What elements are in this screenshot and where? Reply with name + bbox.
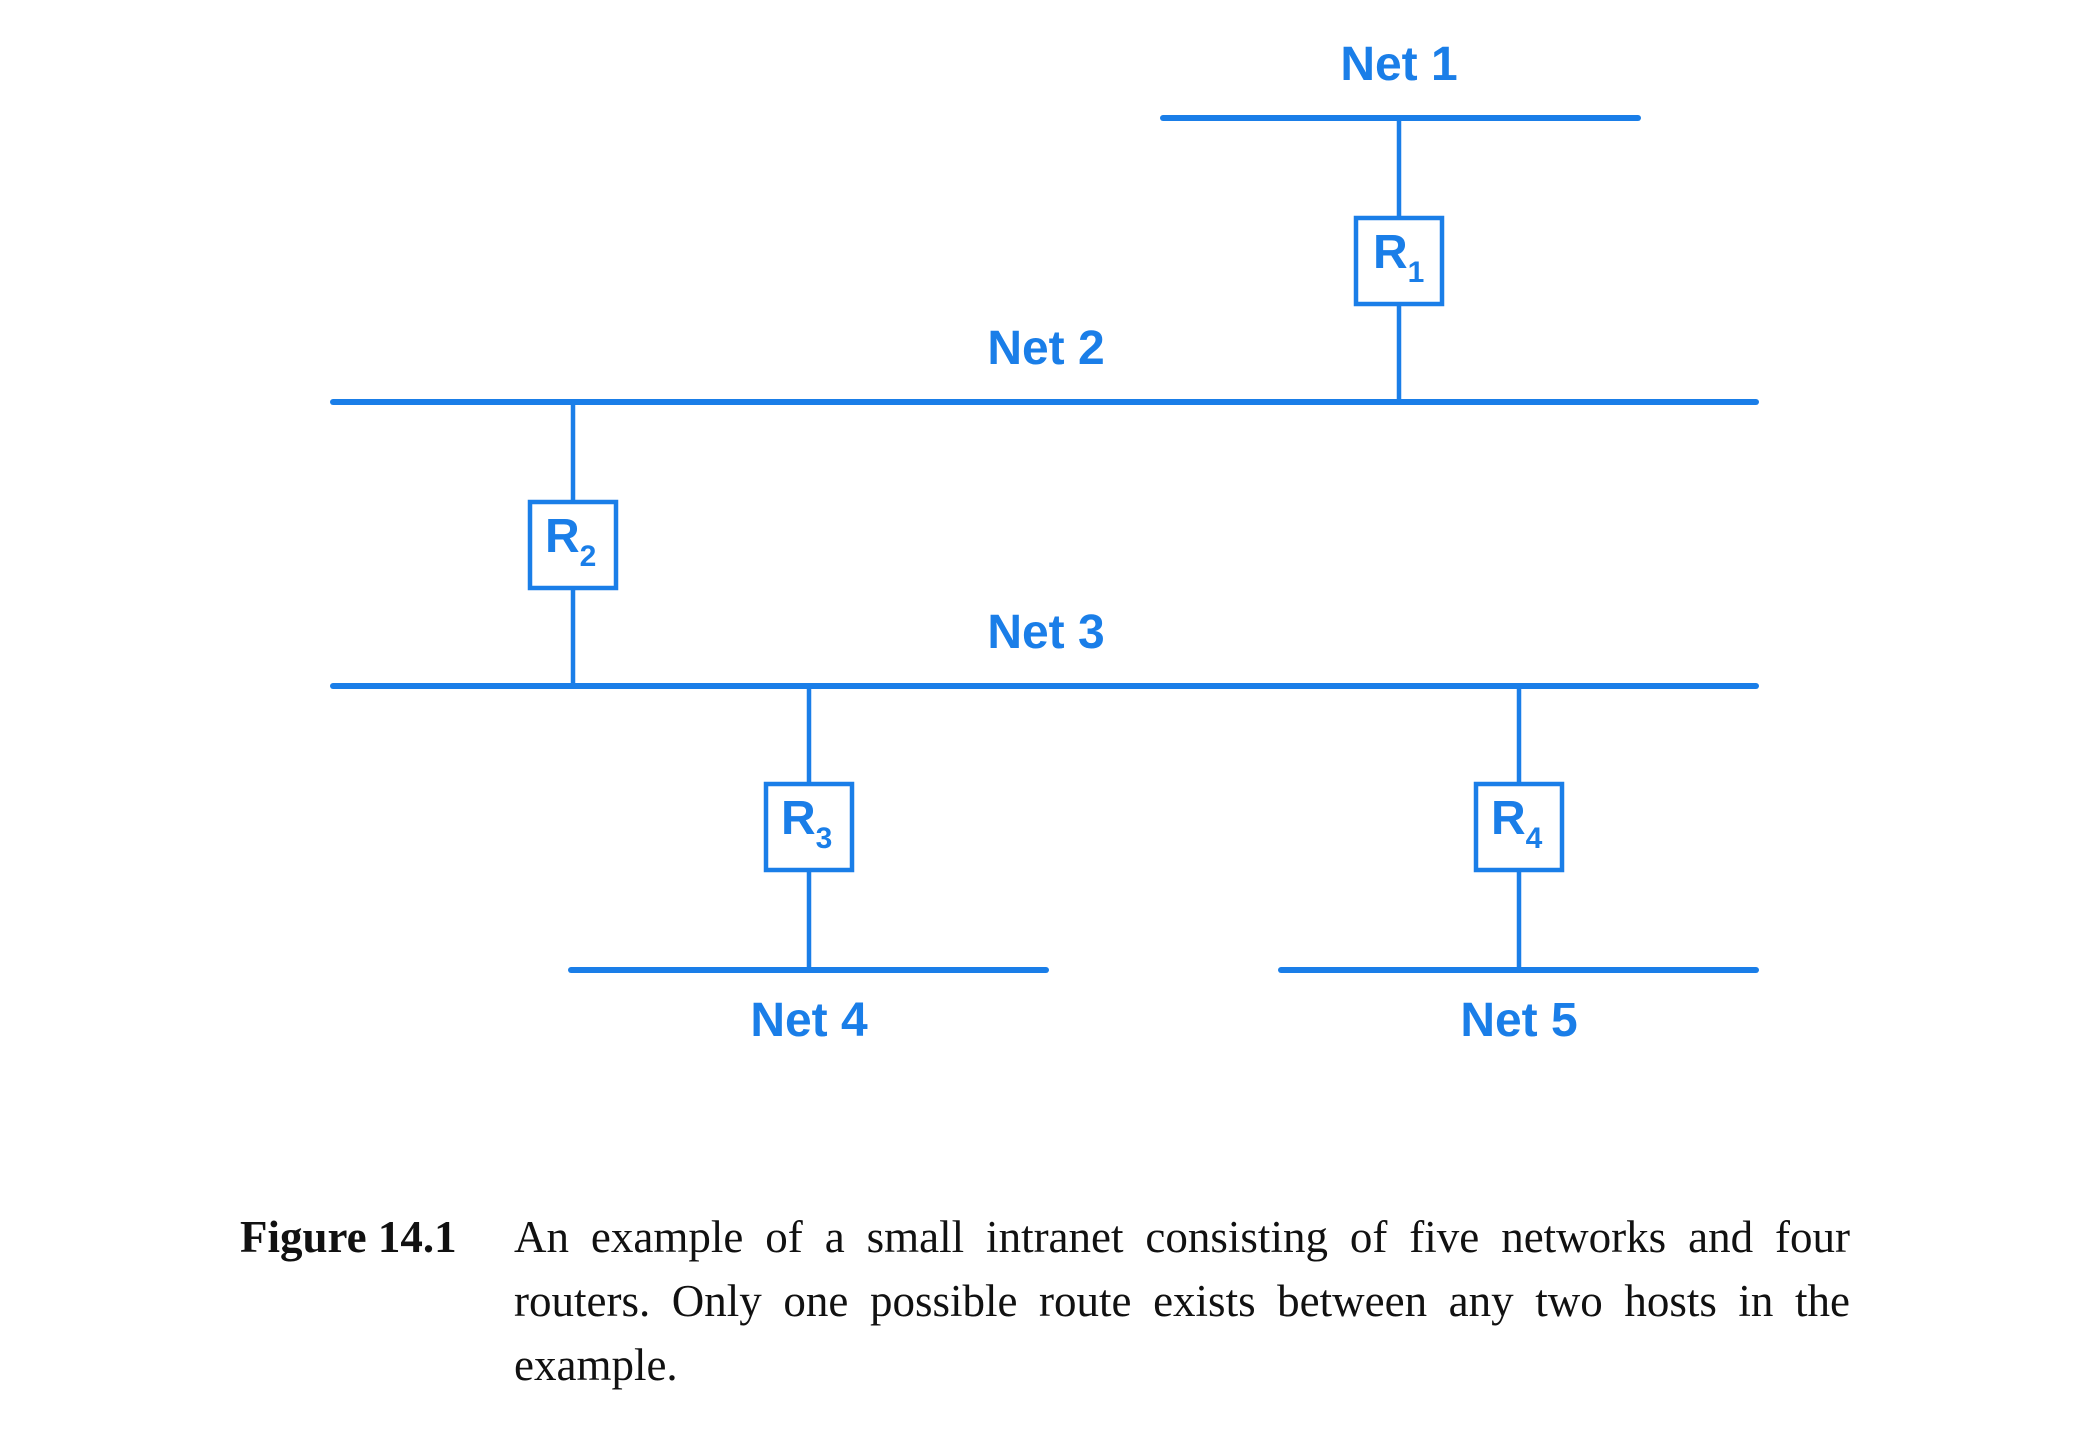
router-r2: R2 [527,499,619,591]
router-r4-box [1473,781,1565,873]
router-r4: R4 [1473,781,1565,873]
router-r2-index: 2 [580,540,597,573]
router-r4-letter: R [1491,792,1526,845]
figure-caption: Figure 14.1 An example of a small intran… [240,1205,1850,1397]
net2-label: Net 2 [987,322,1104,375]
router-r3-box [763,781,855,873]
router-r2-label: R2 [545,510,596,573]
router-r1-box [1353,215,1445,307]
net4-label: Net 4 [750,994,868,1047]
caption-text: An example of a small intranet consistin… [514,1212,1850,1390]
router-r2-box [527,499,619,591]
router-r1: R1 [1353,215,1445,307]
router-r1-index: 1 [1408,256,1425,289]
router-r3-label: R3 [781,792,832,855]
router-r3-index: 3 [816,822,833,855]
router-r3-letter: R [781,792,816,845]
intranet-diagram: Net 1 Net 2 Net 3 Net 4 Net 5 R1 R2 R3 R… [330,38,1759,1047]
router-r4-index: 4 [1526,822,1543,855]
router-r1-letter: R [1373,226,1408,279]
net5-label: Net 5 [1460,994,1577,1047]
router-r3: R3 [763,781,855,873]
router-r1-label: R1 [1373,226,1424,289]
net1-label: Net 1 [1340,38,1457,91]
figure-number: Figure 14.1 [240,1212,457,1262]
router-r4-label: R4 [1491,792,1543,855]
net3-label: Net 3 [987,606,1104,659]
router-r2-letter: R [545,510,580,563]
